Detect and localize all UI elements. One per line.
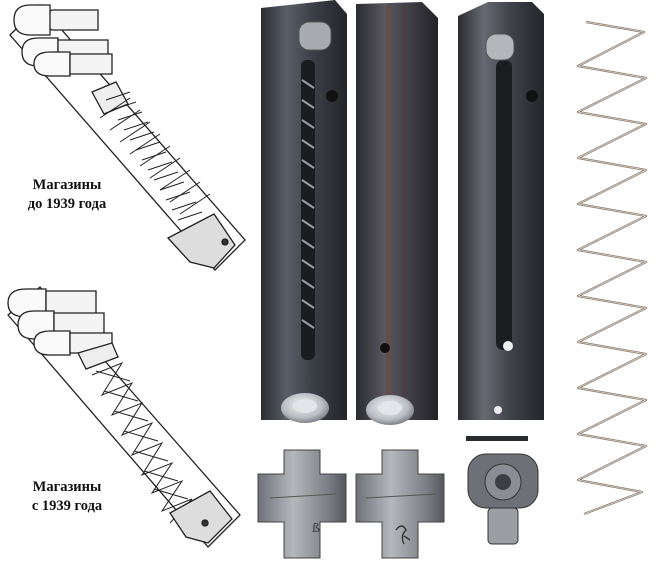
- magazine-photo-1: [261, 0, 347, 423]
- magazine-spring-photo: [576, 20, 648, 516]
- magazine-photo-2: [356, 2, 438, 425]
- caption-pre-1939-line2: до 1939 года: [27, 196, 107, 212]
- spring-drawing-1: [99, 91, 211, 231]
- base-plate-photo-1: ß: [257, 449, 347, 559]
- caption-pre-1939: Магазины до 1939 года: [0, 176, 142, 214]
- magazine-drawing-post-1939: [7, 286, 241, 548]
- follower-photo: [466, 436, 539, 545]
- caption-post-1939-line1: Магазины: [32, 479, 102, 495]
- svg-text:ß: ß: [312, 521, 320, 535]
- caption-post-1939: Магазины с 1939 года: [0, 478, 142, 516]
- cartridge-1: [13, 4, 99, 36]
- magazine-photo-3: [458, 2, 544, 420]
- spring-drawing-2: [91, 361, 193, 524]
- cartridge-3: [33, 51, 113, 77]
- caption-post-1939-line2: с 1939 года: [31, 498, 103, 514]
- base-plate-photo-2: [355, 449, 445, 559]
- magazine-drawing-pre-1939: [9, 4, 246, 271]
- caption-pre-1939-line1: Магазины: [32, 177, 102, 193]
